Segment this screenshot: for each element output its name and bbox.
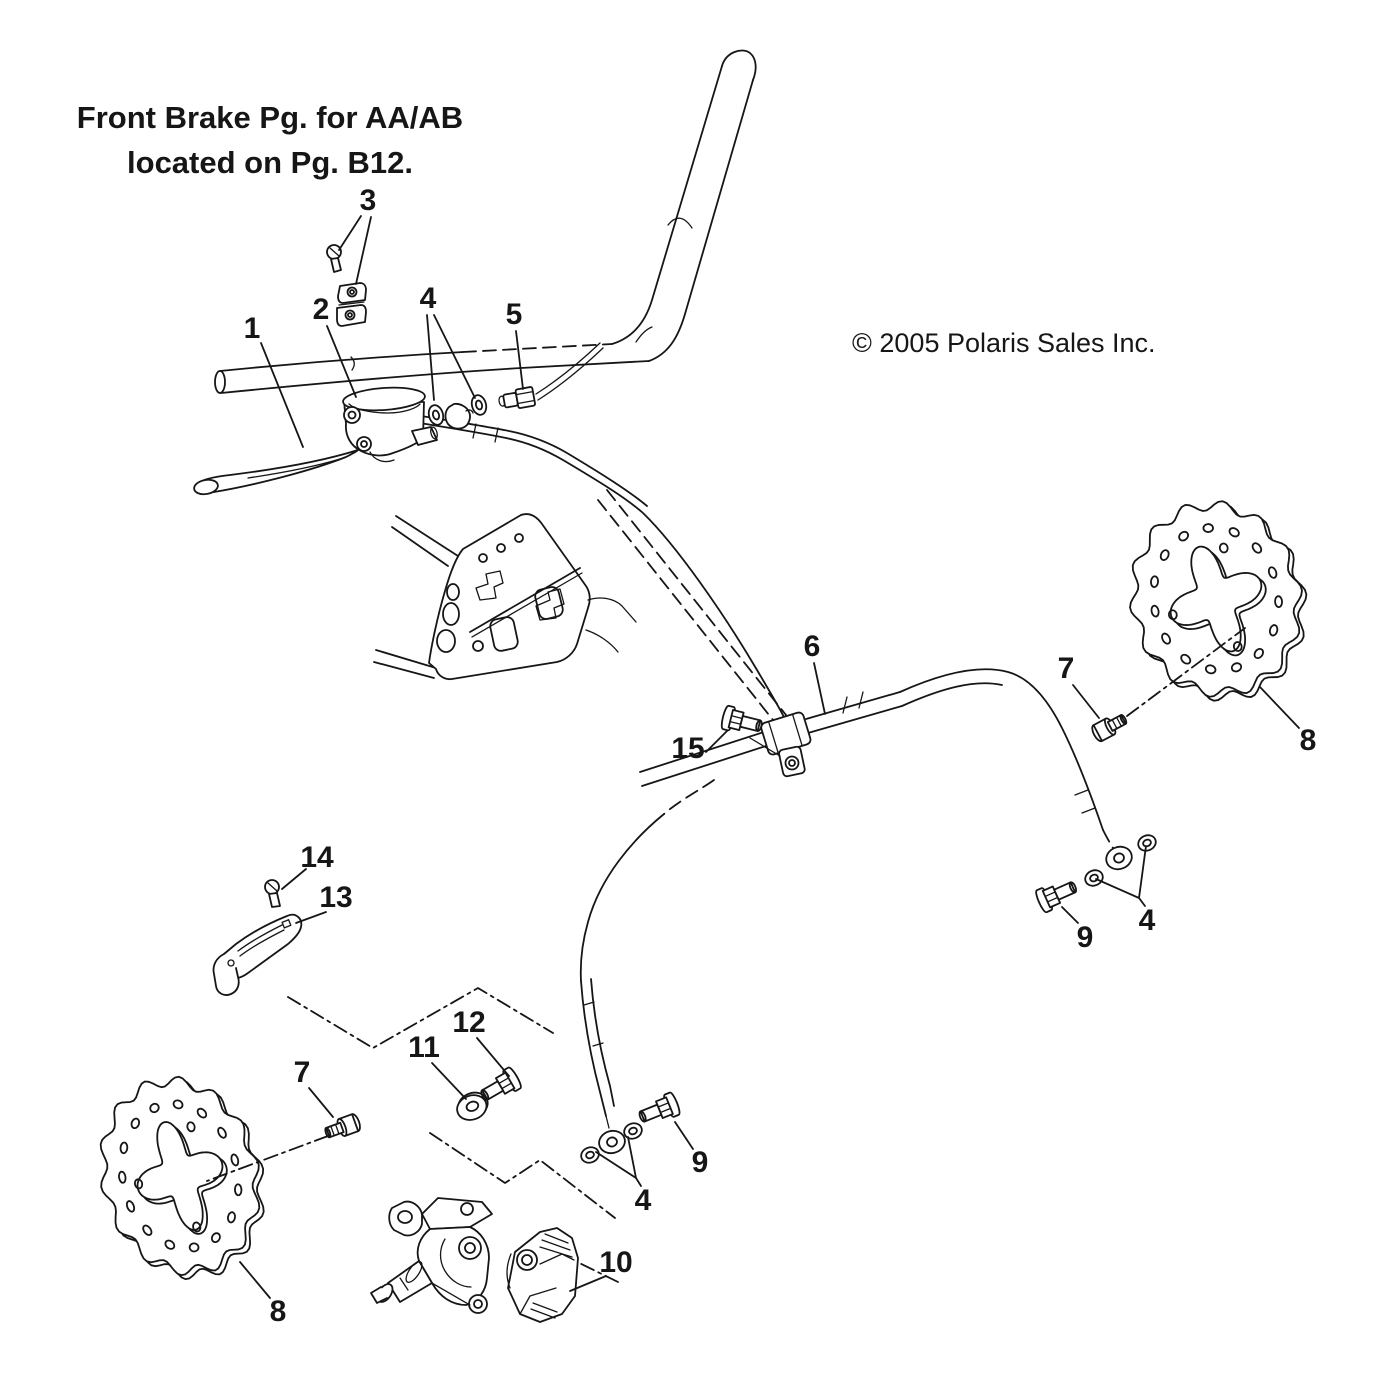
- callout-label-4: 4: [1138, 904, 1156, 937]
- callout-label-9: 9: [691, 1146, 709, 1179]
- brake-lever: [193, 449, 359, 496]
- brake-hose-left-down: [579, 779, 715, 1155]
- leader-lines: [239, 215, 1300, 1299]
- brake-disc-right: [1112, 484, 1325, 718]
- master-cylinder: [342, 386, 438, 463]
- callout-label-2: 2: [312, 293, 330, 326]
- callout-label-11: 11: [408, 1031, 440, 1064]
- throttle-cable: [535, 342, 604, 401]
- callout-label-8: 8: [1299, 724, 1317, 757]
- disc-axis-right: [1126, 627, 1246, 717]
- callout-label-7: 7: [1057, 652, 1075, 685]
- disc-bolt-left-7: [322, 1111, 363, 1143]
- callout-label-7: 7: [293, 1056, 311, 1089]
- disc-axis-left: [206, 1135, 329, 1182]
- hose-bracket: [212, 879, 303, 996]
- callout-label-15: 15: [671, 732, 705, 765]
- callout-label-4: 4: [419, 282, 437, 315]
- handlebar: [214, 49, 757, 394]
- callout-label-9: 9: [1076, 921, 1094, 954]
- cable-fitting: [498, 386, 536, 409]
- clamp-screw: [326, 244, 342, 273]
- hose-washers-top: [427, 394, 488, 430]
- callout-label-5: 5: [505, 298, 523, 331]
- callout-label-12: 12: [452, 1006, 486, 1039]
- frame-plate: [373, 513, 637, 681]
- hose-junction: [639, 691, 903, 787]
- junction-bolt-15: [719, 704, 766, 739]
- callout-label-8: 8: [269, 1295, 287, 1328]
- callout-label-10: 10: [599, 1246, 633, 1279]
- callout-label-3: 3: [359, 184, 377, 217]
- steering-stem-hose-hidden: [597, 489, 787, 726]
- callout-label-6: 6: [803, 630, 821, 663]
- banjo-bolt-right-9: [1033, 874, 1081, 915]
- callout-label-13: 13: [319, 881, 353, 914]
- banjo-washers-right: [1084, 834, 1157, 887]
- note-line-2: located on Pg. B12.: [127, 145, 413, 180]
- brake-disc-left: [78, 1058, 287, 1298]
- callout-label-4: 4: [634, 1184, 652, 1217]
- page-note: Front Brake Pg. for AA/AB located on Pg.…: [70, 95, 470, 185]
- steering-knuckle: [370, 1197, 493, 1314]
- banjo-washers-lower: [580, 1122, 643, 1164]
- note-line-1: Front Brake Pg. for AA/AB: [76, 100, 464, 135]
- callout-label-1: 1: [243, 312, 261, 345]
- brake-hose-right: [899, 668, 1133, 871]
- copyright-text: © 2005 Polaris Sales Inc.: [852, 328, 1156, 358]
- handlebar-clamp: [336, 282, 367, 327]
- callout-label-14: 14: [300, 841, 334, 874]
- brake-caliper: [506, 1227, 579, 1323]
